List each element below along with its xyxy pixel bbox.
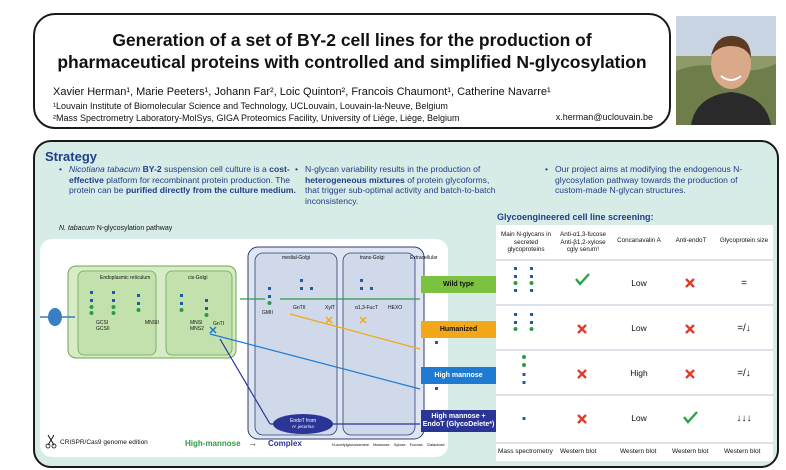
gnti-label: GnTI (213, 321, 224, 327)
title-line-1: Generation of a set of BY-2 cell lines f… (112, 30, 592, 50)
bullet-1: • Nicotiana tabacum BY-2 suspension cell… (59, 164, 296, 195)
fuct-label: α1,3-FucT (355, 305, 378, 311)
poster-title: Generation of a set of BY-2 cell lines f… (35, 29, 669, 73)
xylt-label: XylT (325, 305, 335, 311)
col-anti-endot: Anti-endoT (675, 237, 707, 244)
arrow-glyph: → (248, 438, 257, 448)
cross-icon (685, 278, 695, 288)
endo-line2: H. jecorina (292, 424, 314, 429)
col-glycans: Main N-glycans in secreted glycoproteins (500, 231, 552, 254)
check-icon (575, 273, 590, 286)
bullet-3: • Our project aims at modifying the endo… (545, 164, 743, 195)
affiliation-1: ¹Louvain Institute of Biomolecular Scien… (53, 101, 448, 111)
footer-wb-2: Western blot (620, 448, 657, 455)
size-wild-type: = (741, 278, 747, 289)
bullet-2: • N-glycan variability results in the pr… (295, 164, 496, 206)
pathway-label: N. tabacum N-glycosylation pathway (59, 225, 173, 232)
header-box: Generation of a set of BY-2 cell lines f… (33, 13, 671, 129)
endo-line1: EndoT from (290, 418, 316, 424)
footer-wb-4: Western blot (724, 448, 761, 455)
complex-label: Complex (268, 439, 302, 448)
footer-wb-3: Western blot (672, 448, 709, 455)
screening-title: Glycoengineered cell line screening: (497, 212, 654, 222)
row-humanized-label: Humanized (421, 321, 496, 338)
col-antiserum: Anti-α1,3-fucose Anti-β1,2-xylose cgly s… (560, 231, 606, 254)
cross-icon (685, 369, 695, 379)
trans-label: trans-Golgi (360, 255, 384, 261)
cross-icon (577, 369, 587, 379)
row-wild-type-label: Wild type (421, 276, 496, 293)
crispr-text: CRISPR/Cas9 genome edition (60, 439, 148, 446)
legend-galactose: Galactose (426, 442, 445, 447)
strategy-heading: Strategy (45, 149, 98, 164)
check-icon (683, 411, 698, 424)
mnsi-label: MNSI (190, 320, 203, 326)
con-a-high-mannose: High (630, 368, 648, 378)
footer-wb-1: Western blot (560, 448, 597, 455)
con-a-endot: Low (631, 413, 647, 423)
strategy-panel: Strategy • Nicotiana tabacum BY-2 suspen… (33, 140, 779, 468)
screening-table: Main N-glycans in secreted glycoproteins… (496, 225, 773, 461)
email: x.herman@uclouvain.be (555, 112, 653, 122)
affiliation-2: ²Mass Spectrometry Laboratory-MolSys, GI… (53, 113, 460, 123)
authors: Xavier Herman¹, Marie Peeters¹, Johann F… (53, 86, 551, 98)
size-endot: ↓↓↓ (736, 413, 752, 424)
col-size: Glycoprotein size (719, 237, 769, 244)
size-humanized: =/↓ (737, 323, 751, 334)
row-high-mannose-label: High mannose (421, 367, 496, 384)
extra-label: Extracellular (410, 255, 438, 261)
legend-fucose: Fucose (409, 442, 423, 447)
cis-label: cis-Golgi (188, 275, 207, 281)
row-endot-label: High mannose + EndoT (GlycoDelete*) (421, 410, 496, 432)
medial-label: medial-Golgi (282, 255, 310, 261)
legend-glcnac: N-acetylglucosamine (332, 442, 370, 447)
con-a-wild-type: Low (631, 278, 647, 288)
size-high-mannose: =/↓ (737, 368, 751, 379)
hm-label: High-mannose (185, 439, 241, 448)
cross-icon (577, 414, 587, 424)
con-a-humanized: Low (631, 323, 647, 333)
legend-xylose: Xylose (393, 442, 406, 447)
title-line-2: pharmaceutical proteins with controlled … (57, 52, 647, 72)
gcsi-label: GCSI (96, 320, 108, 326)
cross-icon (685, 324, 695, 334)
legend-mannose: Mannose (373, 442, 390, 447)
legend: N-acetylglucosamine Mannose Xylose Fucos… (332, 442, 445, 447)
col-con-a: Concanavalin A (617, 237, 661, 244)
hexo-label: HEXO (388, 305, 402, 311)
author-photo (676, 16, 776, 125)
gntii-label: GnTII (293, 305, 306, 311)
pathway-diagram: EndoT from H. jecorina Endoplasmic retic… (40, 239, 448, 457)
footer-mass-spec: Mass spectrometry (498, 448, 553, 455)
er-label: Endoplasmic reticulum (100, 275, 150, 281)
mnsii-label: MNSII (145, 320, 159, 326)
gcsii-label: GCSII (96, 326, 110, 332)
gmii-label: GMII (262, 310, 273, 316)
mns2-label: MNS2 (190, 326, 204, 332)
cross-icon (577, 324, 587, 334)
